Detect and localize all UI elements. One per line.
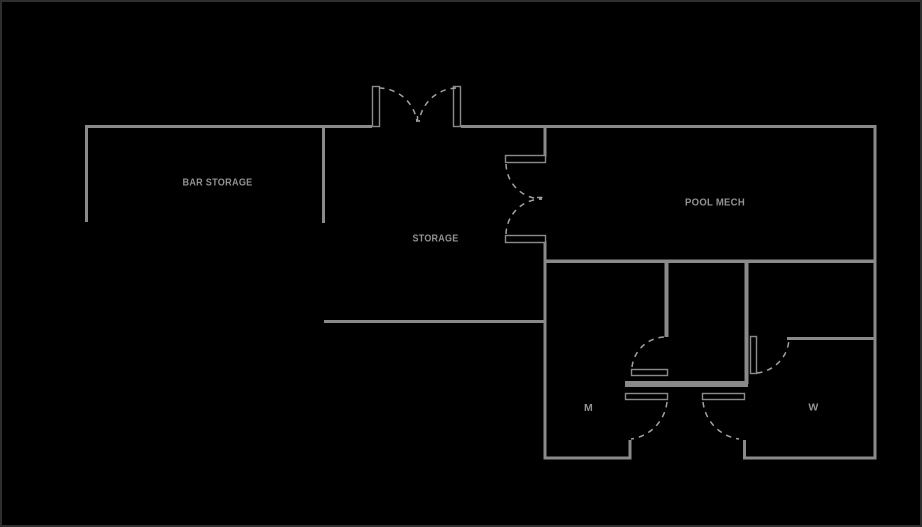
door-leaf — [504, 234, 547, 244]
door-leaf — [701, 392, 746, 401]
door-swing-arc — [378, 87, 418, 123]
wall — [625, 381, 748, 387]
door-swing-arc — [702, 401, 740, 440]
door-leaf — [624, 392, 669, 401]
door-swing-arc — [418, 87, 457, 123]
door-swing-arc — [505, 163, 543, 200]
door-leaves-layer — [371, 85, 758, 401]
door-swing-arc — [756, 338, 790, 374]
labels-layer: BAR STORAGE STORAGE POOL MECH M W — [183, 177, 819, 415]
door-leaf — [749, 335, 758, 375]
walls-layer — [85, 125, 877, 460]
room-label-womens: W — [808, 402, 818, 414]
door-swing-arc — [505, 198, 543, 235]
room-label-storage: STORAGE — [413, 233, 459, 245]
door-swing-arc — [630, 401, 668, 440]
door-leaf — [630, 368, 669, 377]
door-leaf — [371, 85, 381, 128]
door-swings-layer — [378, 87, 790, 440]
door-leaf — [452, 85, 462, 128]
room-label-bar-storage: BAR STORAGE — [183, 177, 253, 189]
door-swing-arc — [631, 336, 665, 368]
room-label-pool-mech: POOL MECH — [685, 197, 745, 209]
door-leaf — [504, 154, 547, 164]
room-label-mens: M — [584, 402, 593, 414]
